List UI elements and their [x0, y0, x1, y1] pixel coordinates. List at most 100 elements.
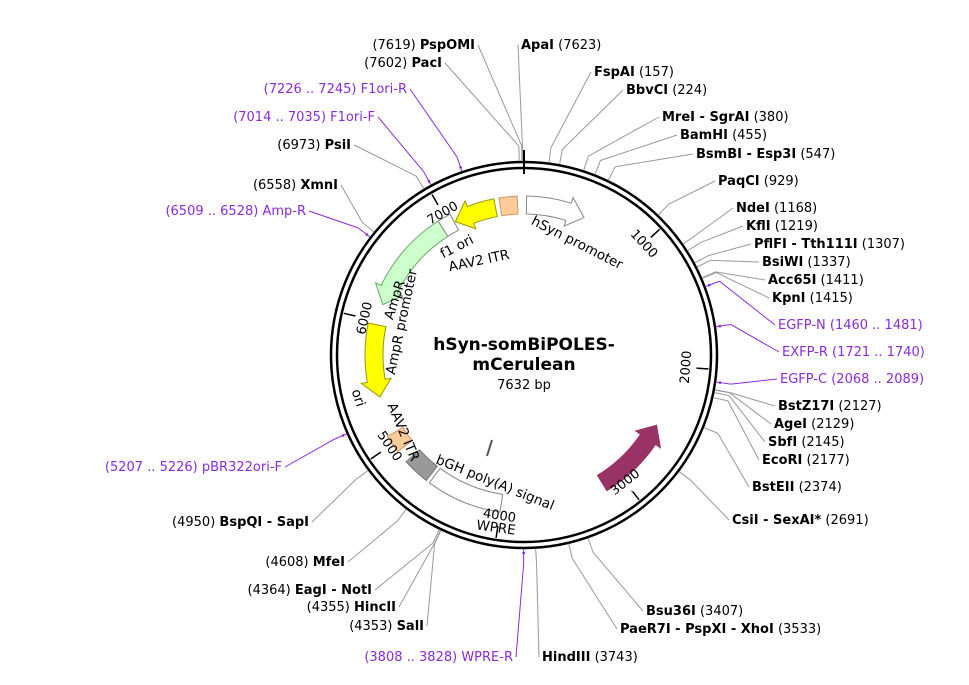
site-coord: (7623): [558, 38, 601, 53]
site-label-bsu36i: Bsu36I (3407): [646, 604, 743, 619]
site-name: Bsu36I: [646, 604, 696, 619]
site-leader: [592, 551, 644, 612]
site-label-eagi-noti: (4364) EagI - NotI: [248, 583, 372, 598]
site-tick: [705, 280, 720, 288]
site-tick: [657, 203, 670, 216]
site-coord: (1411): [821, 273, 864, 288]
site-name: BsiWI: [762, 255, 803, 270]
site-leader: [668, 180, 716, 205]
site-leader: [515, 563, 525, 658]
site-coord: (7619): [372, 38, 415, 53]
site-tick: [701, 271, 716, 279]
site-coord: (3407): [700, 604, 743, 619]
site-coord: (3743): [595, 650, 638, 665]
tick-mark: [696, 367, 709, 370]
site-leader: [550, 71, 592, 148]
site-coord: (1460 .. 1481): [830, 318, 923, 333]
site-leader: [347, 520, 398, 563]
site-name: BspQI - SapI: [219, 515, 309, 530]
site-name: PflFI - Tth111I: [754, 237, 858, 252]
site-label-egfp-c: EGFP-C (2068 .. 2089): [780, 372, 924, 387]
site-name: PsiI: [325, 138, 351, 153]
primer-bind-mark: [365, 232, 369, 237]
site-name: EagI - NotI: [295, 583, 372, 598]
site-name: EcoRI: [762, 453, 802, 468]
site-coord: (1415): [810, 291, 853, 306]
site-leader: [561, 89, 624, 150]
feature-wpre: [428, 467, 504, 513]
site-leader: [715, 271, 766, 281]
site-name: Amp-R: [262, 204, 306, 219]
site-label-amp-r: (6509 .. 6528) Amp-R: [165, 204, 306, 219]
tick-label: 1000: [627, 227, 660, 261]
plasmid-name-line1: hSyn-somBiPOLES-: [433, 335, 615, 355]
site-name: MreI - SgrAI: [662, 110, 749, 125]
site-leader: [730, 324, 780, 353]
site-coord: (2145): [801, 435, 844, 450]
site-label-f1ori-f: (7014 .. 7035) F1ori-F: [233, 110, 375, 125]
site-coord: (547): [800, 147, 835, 162]
site-leader: [311, 478, 357, 523]
primer-bind-mark: [341, 433, 345, 438]
site-coord: (1307): [862, 237, 905, 252]
site-name: BbvCI: [626, 83, 668, 98]
site-name: PaqCI: [718, 174, 760, 189]
site-leader: [426, 543, 436, 627]
feature-ori: [360, 322, 393, 398]
tick-label: 4000: [482, 506, 517, 526]
site-name: CsiI - SexAI*: [732, 513, 821, 528]
site-coord: (4355): [307, 600, 350, 615]
site-name: NdeI: [736, 201, 770, 216]
site-leader: [409, 88, 458, 158]
site-tick: [716, 381, 732, 385]
site-leader: [517, 44, 523, 147]
site-coord: (1168): [774, 201, 817, 216]
site-name: PacI: [412, 56, 443, 71]
plasmid-name-line2: mCerulean: [472, 355, 575, 375]
site-coord: (6509 .. 6528): [165, 204, 258, 219]
feature-label-wpre: WPRE: [475, 517, 516, 538]
site-leader: [614, 153, 694, 168]
site-leader: [353, 144, 417, 177]
site-label-bbvci: BbvCI (224): [626, 83, 707, 98]
site-leader: [729, 391, 776, 407]
site-label-bsteii: BstEII (2374): [752, 480, 842, 495]
site-label-kfli: KflI (1219): [746, 219, 818, 234]
site-leader: [719, 280, 776, 326]
site-tick: [423, 171, 432, 186]
site-leader: [600, 134, 678, 161]
site-label-paer7i-pspxi-xhoi: PaeR7I - PspXI - XhoI (3533): [620, 622, 821, 637]
site-name: BstEII: [752, 480, 794, 495]
site-name: HindIII: [542, 650, 590, 665]
tick-mark: [650, 228, 661, 238]
site-coord: (1337): [807, 255, 850, 270]
site-tick: [714, 392, 730, 397]
site-tick: [714, 389, 730, 394]
site-tick: [678, 471, 692, 481]
site-tick: [415, 175, 425, 190]
site-label-hincii: (4355) HincII: [307, 600, 396, 615]
site-label-kpni: KpnI (1415): [772, 291, 853, 306]
site-tick: [694, 255, 709, 264]
site-coord: (929): [764, 174, 799, 189]
site-label-mfei: (4608) MfeI: [265, 555, 345, 570]
primer-bind-mark: [459, 166, 463, 169]
plasmid-backbone: [329, 150, 719, 550]
site-coord: (2374): [799, 480, 842, 495]
site-coord: (2129): [811, 417, 854, 432]
site-tick: [548, 147, 552, 163]
site-label-fspai: FspAI (157): [594, 65, 674, 80]
site-coord: (4608): [265, 555, 308, 570]
site-name: ApaI: [521, 38, 554, 53]
site-label-bspqi-sapi: (4950) BspQI - SapI: [172, 515, 309, 530]
site-coord: (2068 .. 2089): [831, 372, 924, 387]
feature-aav2-itr: [386, 426, 413, 453]
plasmid-center-info: hSyn-somBiPOLES- mCerulean 7632 bp: [433, 335, 615, 393]
tick-label: 6000: [354, 300, 376, 336]
site-label-pflfi-tth111i: PflFI - Tth111I (1307): [754, 237, 905, 252]
site-name: KpnI: [772, 291, 805, 306]
site-tick: [535, 548, 538, 564]
site-name: EGFP-C: [780, 372, 827, 387]
site-name: AgeI: [774, 417, 807, 432]
tick-mark: [495, 525, 499, 538]
